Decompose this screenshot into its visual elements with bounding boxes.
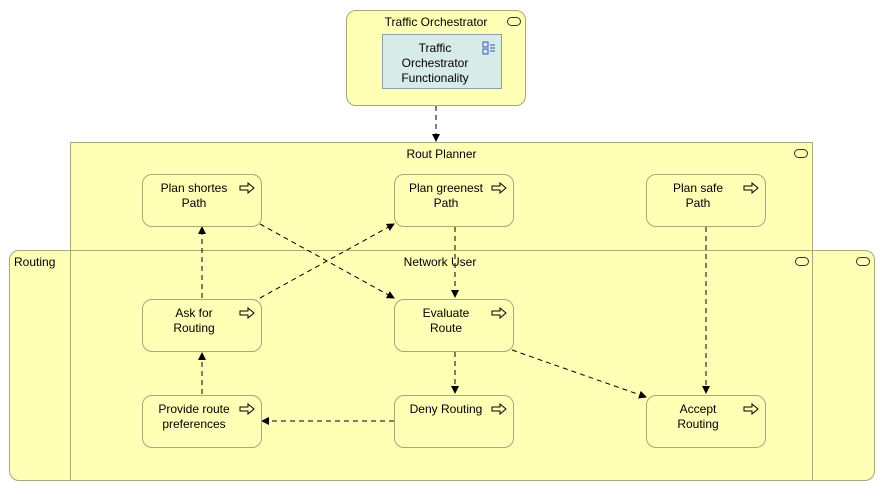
role-pill-icon bbox=[507, 17, 521, 26]
application-component-icon bbox=[482, 41, 495, 55]
function-plan-safe-path[interactable]: Plan safe Path bbox=[646, 174, 766, 227]
function-arrow-icon bbox=[239, 182, 255, 194]
function-arrow-icon bbox=[743, 403, 759, 415]
function-accept-routing[interactable]: Accept Routing bbox=[646, 395, 766, 448]
traffic-orchestrator-title: Traffic Orchestrator bbox=[384, 15, 488, 29]
rout-planner-role-icon bbox=[794, 149, 808, 158]
orchestrator-functionality-component[interactable]: Traffic Orchestrator Functionality bbox=[382, 34, 502, 89]
orchestrator-functionality-label: Traffic Orchestrator Functionality bbox=[401, 41, 469, 85]
function-plan-shortest-path[interactable]: Plan shortes Path bbox=[142, 174, 262, 227]
traffic-orchestrator-node[interactable]: Traffic Orchestrator Traffic Orchestrato… bbox=[346, 10, 526, 106]
function-label: Accept Routing bbox=[677, 402, 719, 431]
network-user-title: Network User bbox=[403, 255, 477, 269]
function-arrow-icon bbox=[239, 403, 255, 415]
function-arrow-icon bbox=[491, 403, 507, 415]
routing-title: Routing bbox=[14, 255, 56, 269]
function-plan-greenest-path[interactable]: Plan greenest Path bbox=[394, 174, 514, 227]
edge-evaluate-to-accept bbox=[511, 349, 647, 399]
function-label: Plan greenest Path bbox=[408, 181, 484, 210]
function-ask-for-routing[interactable]: Ask for Routing bbox=[142, 299, 262, 352]
function-label: Deny Routing bbox=[409, 402, 483, 416]
function-arrow-icon bbox=[239, 307, 255, 319]
routing-role-icon bbox=[856, 257, 870, 266]
network-user-role-icon bbox=[795, 257, 809, 266]
function-arrow-icon bbox=[743, 182, 759, 194]
network-user-divider bbox=[70, 250, 813, 251]
edge-shortest-to-evaluate bbox=[259, 223, 395, 299]
function-label: Plan shortes Path bbox=[160, 181, 228, 210]
function-deny-routing[interactable]: Deny Routing bbox=[394, 395, 514, 448]
function-label: Plan safe Path bbox=[672, 181, 724, 210]
rout-planner-title: Rout Planner bbox=[406, 147, 477, 161]
function-label: Ask for Routing bbox=[173, 306, 215, 335]
function-provide-route-preferences[interactable]: Provide route preferences bbox=[142, 395, 262, 448]
function-evaluate-route[interactable]: Evaluate Route bbox=[394, 299, 514, 352]
function-label: Provide route preferences bbox=[158, 402, 230, 431]
function-arrow-icon bbox=[491, 307, 507, 319]
function-arrow-icon bbox=[491, 182, 507, 194]
function-label: Evaluate Route bbox=[422, 306, 470, 335]
